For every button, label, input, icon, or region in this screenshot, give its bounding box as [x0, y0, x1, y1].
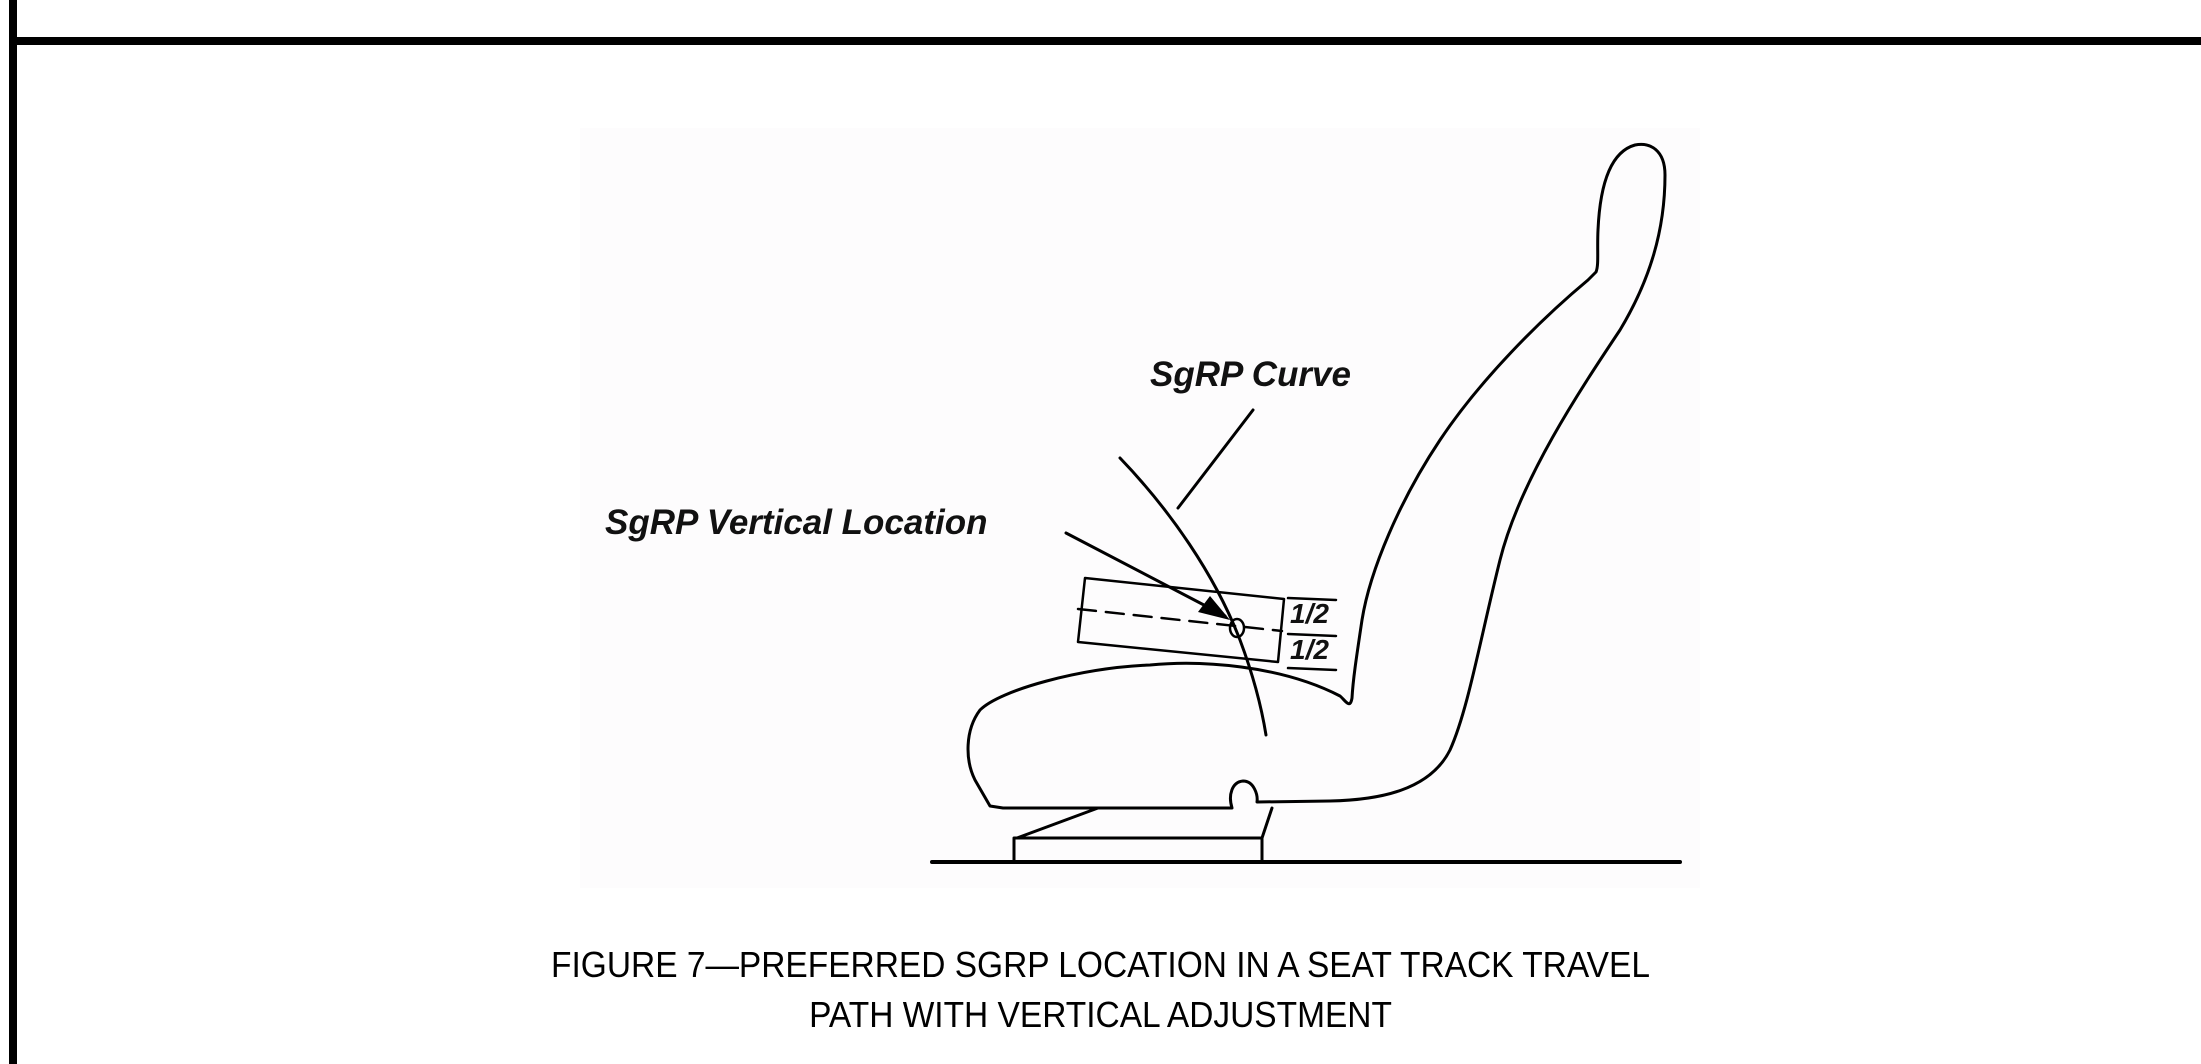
caption-line-2: PATH WITH VERTICAL ADJUSTMENT: [809, 994, 1392, 1035]
track-front-link: [1015, 806, 1100, 840]
track-riser: [1012, 836, 1264, 864]
sgrp-curve-leader: [1176, 408, 1255, 510]
track-rear-link: [1260, 806, 1274, 840]
figure-background: [580, 128, 1700, 888]
sgrp-curve: [1118, 456, 1268, 737]
arrowhead-icon: [1198, 596, 1230, 620]
figure-caption: FIGURE 7—PREFERRED SGRP LOCATION IN A SE…: [77, 940, 2124, 1040]
vertical-adjustment-box: [1076, 576, 1286, 664]
sgrp-curve-label: SgRP Curve: [1150, 355, 1351, 394]
lower-half-fraction: 1/2: [1290, 634, 1329, 665]
fraction-bar-top: [1286, 596, 1338, 602]
midline-dashed: [1076, 607, 1284, 633]
upper-half-fraction: 1/2: [1290, 598, 1329, 629]
page-top-rule: [9, 37, 2201, 45]
sgrp-vertical-location-label: SgRP Vertical Location: [605, 503, 988, 542]
fraction-bar-bottom: [1286, 666, 1338, 672]
seat-outline: [966, 142, 1667, 810]
fraction-bar-mid: [1286, 632, 1338, 638]
page-left-border: [9, 0, 17, 1064]
sgrp-vertical-leader: [1064, 531, 1227, 618]
caption-line-1: FIGURE 7—PREFERRED SGRP LOCATION IN A SE…: [551, 944, 1650, 985]
sgrp-point: [1228, 617, 1246, 639]
